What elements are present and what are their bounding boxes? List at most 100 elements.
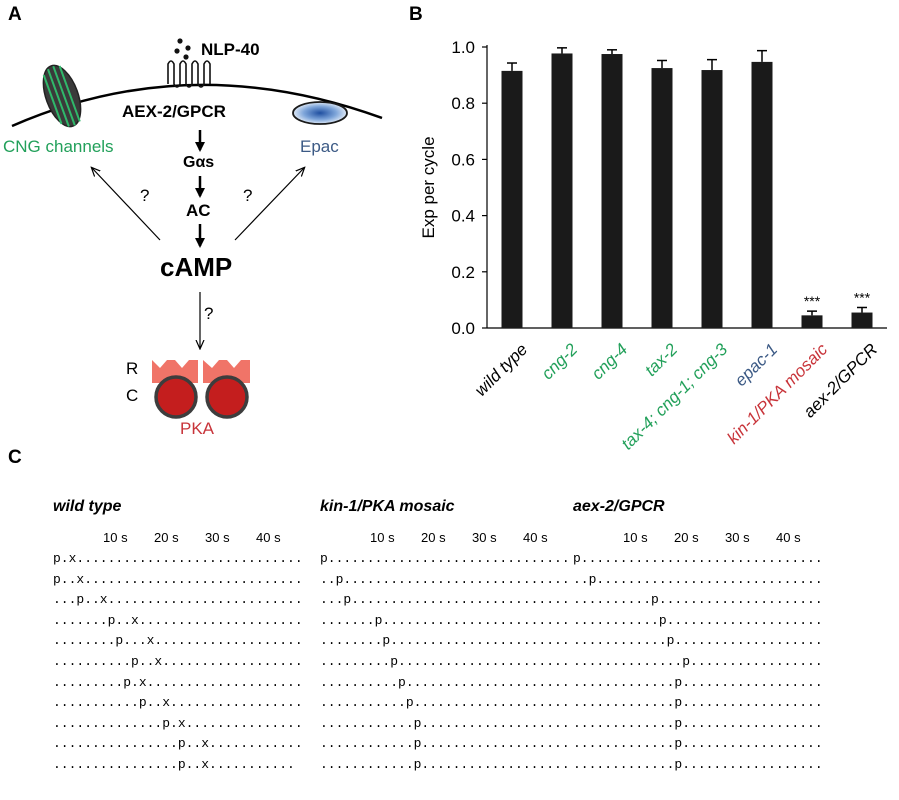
pka-catalytic-subunits [154,375,249,419]
raster-row: ........p....................... [320,633,570,649]
time-tick-label: 30 s [472,530,497,545]
x-category-label: epac-1 [731,340,781,390]
raster-row: ..........p..................... [573,592,823,608]
camp-label: cAMP [160,252,233,282]
bar [801,315,823,328]
raster-row: .......p..x..................... [53,612,303,628]
raster-group: kin-1/PKA mosaic 10 s 20 s 30 s 40 s p.......… [320,498,570,776]
pka-label: PKA [180,419,215,438]
y-axis-title: Exp per cycle [419,136,438,238]
raster-row: ...........p.................... [573,612,823,628]
raster-row: .............p.................. [573,715,823,731]
x-category-label: cng-2 [538,339,582,383]
epac-label: Epac [300,137,339,156]
panel-c-letter: C [8,447,22,468]
time-tick-label: 10 s [103,530,128,545]
raster-row: ............p................... [320,756,570,772]
gpcr-receptor-icon [167,60,211,88]
panel-b-letter: B [409,4,423,25]
time-tick-row: 10 s 20 s 30 s 40 s [53,530,303,548]
raster-row: .............p.................. [573,736,823,752]
cng-label: CNG channels [3,137,114,156]
raster-row: .............p.................. [573,756,823,772]
x-category-label: cng-4 [588,340,632,384]
raster-group: aex-2/GPCR 10 s 20 s 30 s 40 s p.............… [573,498,823,776]
raster-row: .........p...................... [320,653,570,669]
raster-row: ............p................... [320,736,570,752]
cyclase-label: AC [186,201,211,220]
time-tick-label: 10 s [623,530,648,545]
raster-row: ..........p..x.................. [53,653,303,669]
signaling-diagram [11,38,383,419]
bar [851,312,873,328]
raster-group: wild type 10 s 20 s 30 s 40 s p.x............… [53,498,303,776]
raster-row: .........p.x.................... [53,674,303,690]
time-tick-label: 10 s [370,530,395,545]
raster-row: ........p...x................... [53,633,303,649]
question-mark-epac: ? [243,186,253,205]
y-tick-label: 0.2 [451,263,475,282]
time-tick-label: 40 s [256,530,281,545]
raster-row: ............p................... [573,633,823,649]
raster-row: p............................... [320,551,570,566]
time-tick-row: 10 s 20 s 30 s 40 s [573,530,823,548]
raster-title: kin-1/PKA mosaic [320,498,455,515]
raster-row: .......p........................ [320,612,570,628]
y-tick-label: 0.6 [451,150,475,169]
time-tick-label: 30 s [725,530,750,545]
receptor-label: AEX-2/GPCR [122,102,226,121]
question-mark-cng: ? [140,186,150,205]
y-tick-label: 0.8 [451,94,475,113]
y-tick-label: 0.4 [451,207,475,226]
raster-row: ................p..x............ [53,736,303,752]
raster-row: ..........p..................... [320,674,570,690]
raster-row: .............p.................. [573,674,823,690]
x-category-label: tax-2 [641,339,682,380]
panel-a-letter: A [8,4,22,25]
raster-row: ............p................... [320,715,570,731]
time-tick-label: 40 s [776,530,801,545]
raster-row: ..p............................. [320,571,570,587]
raster-row: ..............p................. [573,653,823,669]
raster-row: p.x............................. [53,551,303,566]
bar [551,53,573,328]
raster-row: ...........p.................... [320,695,570,711]
cng-channel-icon [42,64,82,128]
raster-row: p............................... [573,551,823,566]
time-tick-label: 20 s [154,530,179,545]
time-tick-label: 30 s [205,530,230,545]
bar [701,70,723,329]
bar [651,68,673,328]
x-category-label: wild type [471,340,531,400]
bar [601,54,623,329]
time-tick-label: 20 s [674,530,699,545]
epac-icon [292,101,348,125]
raster-row: ...p............................ [320,592,570,608]
raster-row: ...p..x......................... [53,592,303,608]
significance-label: *** [804,293,821,309]
raster-title: wild type [53,498,122,515]
bar [501,70,523,328]
raster-row: ...........p..x................. [53,695,303,711]
y-tick-label: 1.0 [451,38,475,57]
time-tick-label: 20 s [421,530,446,545]
bar [751,61,773,328]
raster-row: .............p.................. [573,695,823,711]
pka-regulatory-subunits [152,360,250,383]
raster-row: p..x............................ [53,571,303,587]
pka-r-label: R [126,359,139,378]
raster-row: ................p..x........... [53,756,295,772]
raster-row: ..p............................. [573,571,823,587]
time-tick-row: 10 s 20 s 30 s 40 s [320,530,570,548]
significance-label: *** [854,289,871,305]
raster-row: ..............p.x............... [53,715,303,731]
ligand-dots-icon [174,38,191,60]
pka-c-label: C [126,386,139,405]
question-mark-pka: ? [204,304,214,323]
ligand-label: NLP-40 [201,40,260,59]
g-protein-label: Gαs [183,154,215,171]
raster-title: aex-2/GPCR [573,498,665,515]
y-tick-label: 0.0 [451,319,475,338]
time-tick-label: 40 s [523,530,548,545]
